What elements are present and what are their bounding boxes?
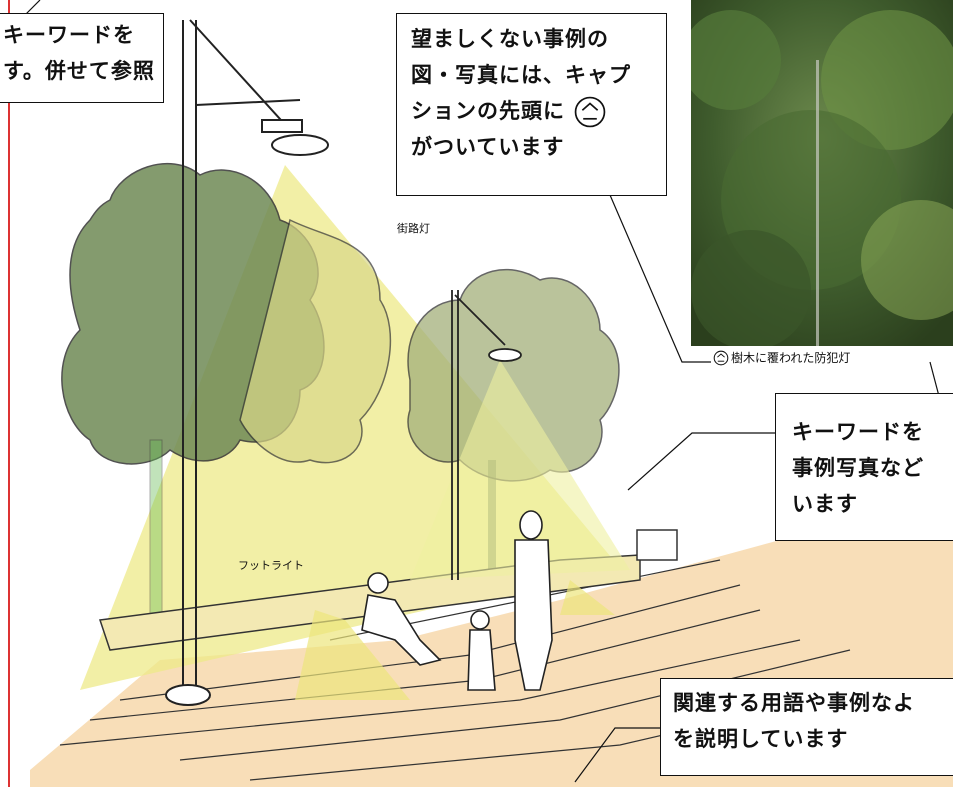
callout-related-terms-line1: 関連する用語や事例なよ bbox=[673, 691, 915, 715]
tree-left-trunk bbox=[149, 439, 163, 631]
callout-caption-note-line2: 図・写真には、キャプ bbox=[411, 63, 631, 87]
photo-caption: 樹木に覆われた防犯灯 bbox=[711, 349, 853, 366]
callout-keyword-top-line1: キーワードを bbox=[3, 23, 135, 47]
foot-light-cone bbox=[295, 610, 410, 700]
callout-caption-note-line3-text: ションの先頭に bbox=[411, 99, 565, 123]
frown-face-icon bbox=[713, 350, 729, 365]
photo-trees-image bbox=[691, 0, 953, 346]
callout-caption-note-line4: がついています bbox=[411, 135, 565, 159]
light-cone-secondary bbox=[410, 360, 630, 580]
callout-keyword-top-line2: す。併せて参照 bbox=[3, 59, 155, 83]
callout-keyword-right-line3: います bbox=[792, 492, 858, 516]
tree-left-inner bbox=[239, 218, 392, 464]
box-block bbox=[636, 529, 678, 561]
callout-caption-note-line1: 望ましくない事例の bbox=[411, 27, 609, 51]
callout-related-terms-line2: を説明しています bbox=[673, 727, 849, 751]
photo-example bbox=[691, 0, 953, 346]
frown-face-icon bbox=[575, 96, 606, 128]
street-light-main bbox=[165, 19, 329, 706]
label-foot-light: フットライト bbox=[238, 559, 304, 572]
street-light-secondary bbox=[451, 290, 522, 580]
callout-caption-note-line3: ションの先頭に bbox=[411, 93, 666, 129]
callout-keyword-right-line2: 事例写真など bbox=[792, 456, 924, 480]
callout-keyword-top: キーワードを す。併せて参照 bbox=[0, 13, 164, 103]
label-street-light: 街路灯 bbox=[397, 222, 430, 235]
foot-light-cone-2 bbox=[560, 580, 615, 615]
people bbox=[361, 510, 553, 691]
callout-keyword-right-line1: キーワードを bbox=[792, 420, 924, 444]
callout-caption-note: 望ましくない事例の 図・写真には、キャプ ションの先頭に がついています bbox=[396, 13, 667, 196]
margin-rule bbox=[8, 0, 10, 787]
photo-caption-text: 樹木に覆われた防犯灯 bbox=[731, 351, 851, 365]
callout-keyword-right: キーワードを 事例写真など います bbox=[775, 393, 953, 541]
callout-related-terms: 関連する用語や事例なよ を説明しています bbox=[660, 678, 953, 776]
